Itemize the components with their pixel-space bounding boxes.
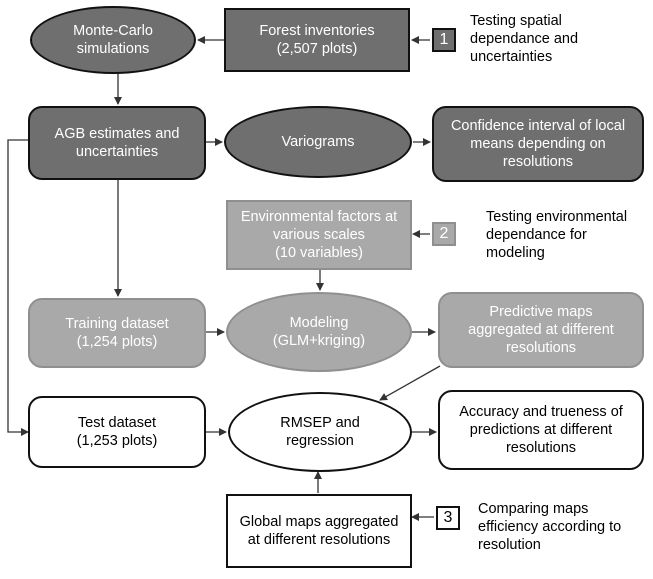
predictive-maps-text: Predictive maps aggregated at different re…: [468, 303, 614, 357]
text-line: Global maps aggregated: [239, 514, 399, 530]
rmsep-node: RMSEP and regression: [228, 392, 412, 472]
arrow-predictive-to-rmsep: [379, 365, 441, 401]
accuracy-text: Accuracy and trueness of predictions at d…: [459, 403, 623, 457]
training-dataset-text: Training dataset (1,254 plots): [65, 315, 168, 351]
text-line: dependance for: [486, 227, 587, 243]
text-line: uncertainties: [75, 144, 159, 160]
confidence-interval-node: Confidence interval of local means depend…: [432, 106, 644, 182]
text-line: (1,254 plots): [76, 334, 158, 350]
monte-carlo-text: Monte-Carlo simulations: [73, 22, 153, 58]
text-line: dependance and: [470, 31, 579, 47]
text-line: Monte-Carlo: [73, 23, 153, 39]
text-line: AGB estimates and: [54, 126, 180, 142]
environmental-factors-node: Environmental factors at various scales (1…: [226, 200, 412, 270]
text-line: various scales: [273, 227, 365, 243]
text-line: regression: [286, 433, 354, 449]
accuracy-node: Accuracy and trueness of predictions at d…: [438, 390, 644, 470]
text-line: Test dataset: [77, 415, 157, 431]
text-line: resolutions: [502, 154, 574, 170]
environmental-factors-text: Environmental factors at various scales (1…: [241, 208, 397, 262]
step-2-badge: 2: [432, 222, 456, 246]
text-line: simulations: [76, 41, 150, 57]
variograms-node: Variograms: [224, 106, 412, 178]
step-1-note: Testing spatial dependance and uncertainti…: [470, 12, 578, 66]
text-line: at different resolutions: [247, 532, 391, 548]
monte-carlo-node: Monte-Carlo simulations: [30, 6, 196, 74]
test-dataset-node: Test dataset (1,253 plots): [28, 396, 206, 468]
agb-estimates-node: AGB estimates and uncertainties: [28, 106, 206, 180]
text-line: Environmental factors at: [240, 209, 398, 225]
text-line: resolutions: [505, 440, 577, 456]
text-line: Forest inventories: [259, 23, 375, 39]
text-line: (10 variables): [275, 245, 363, 261]
text-line: Confidence interval of local: [450, 118, 626, 134]
rmsep-text: RMSEP and regression: [280, 414, 360, 450]
test-dataset-text: Test dataset (1,253 plots): [77, 414, 158, 450]
text-line: Comparing maps: [478, 501, 589, 517]
variograms-text: Variograms: [281, 133, 354, 151]
text-line: Training dataset: [65, 316, 169, 332]
text-line: Testing environmental: [486, 209, 628, 225]
modeling-text: Modeling (GLM+kriging): [273, 314, 365, 350]
step-1-badge: 1: [432, 28, 456, 52]
text-line: resolution: [478, 537, 541, 553]
text-line: modeling: [486, 245, 545, 261]
text-line: efficiency according to: [478, 519, 622, 535]
global-maps-node: Global maps aggregated at different resol…: [226, 494, 412, 568]
forest-inventories-text: Forest inventories (2,507 plots): [259, 22, 374, 58]
global-maps-text: Global maps aggregated at different resol…: [240, 513, 399, 549]
text-line: uncertainties: [470, 49, 553, 65]
text-line: resolutions: [505, 340, 577, 356]
text-line: predictions at different: [469, 422, 613, 438]
modeling-node: Modeling (GLM+kriging): [226, 292, 412, 372]
text-line: Accuracy and trueness of: [459, 404, 623, 420]
text-line: Modeling: [289, 315, 349, 331]
training-dataset-node: Training dataset (1,254 plots): [28, 298, 206, 368]
step-3-note: Comparing maps efficiency according to res…: [478, 500, 621, 554]
text-line: Testing spatial: [470, 13, 562, 29]
text-line: Predictive maps: [489, 304, 593, 320]
confidence-interval-text: Confidence interval of local means depend…: [451, 117, 625, 171]
text-line: aggregated at different: [468, 322, 614, 338]
text-line: Variograms: [281, 134, 355, 150]
text-line: (1,253 plots): [76, 433, 158, 449]
predictive-maps-node: Predictive maps aggregated at different re…: [438, 292, 644, 368]
text-line: RMSEP and: [280, 415, 360, 431]
step-3-badge: 3: [436, 506, 460, 530]
step-2-note: Testing environmental dependance for model…: [486, 208, 627, 262]
text-line: (GLM+kriging): [272, 333, 366, 349]
forest-inventories-node: Forest inventories (2,507 plots): [224, 8, 410, 72]
text-line: (2,507 plots): [276, 41, 358, 57]
arrow-agb-to-test: [7, 139, 29, 436]
agb-estimates-text: AGB estimates and uncertainties: [55, 125, 180, 161]
text-line: means depending on: [470, 136, 606, 152]
